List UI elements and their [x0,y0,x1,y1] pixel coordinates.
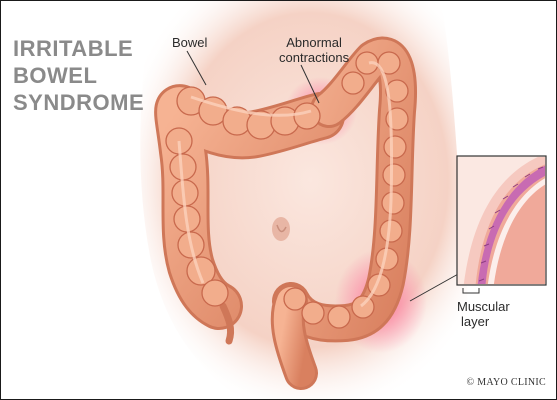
title-line-3: SYNDROME [13,89,144,116]
mayo-clinic-credit: © MAYO CLINIC [467,377,546,388]
diagram-title: IRRITABLE BOWEL SYNDROME [13,35,144,116]
title-line-1: IRRITABLE [13,35,144,62]
muscular-layer-label: Muscular layer [457,299,510,329]
muscular-layer-inset [457,149,556,293]
abnormal-contractions-line-2: contractions [279,50,349,65]
abnormal-contractions-label: Abnormal contractions [279,35,349,65]
title-line-2: BOWEL [13,62,144,89]
muscular-layer-line-1: Muscular [457,299,510,314]
bowel-label: Bowel [172,35,207,50]
abnormal-contractions-line-1: Abnormal [279,35,349,50]
navel [272,217,290,241]
muscular-layer-line-2: layer [457,314,510,329]
